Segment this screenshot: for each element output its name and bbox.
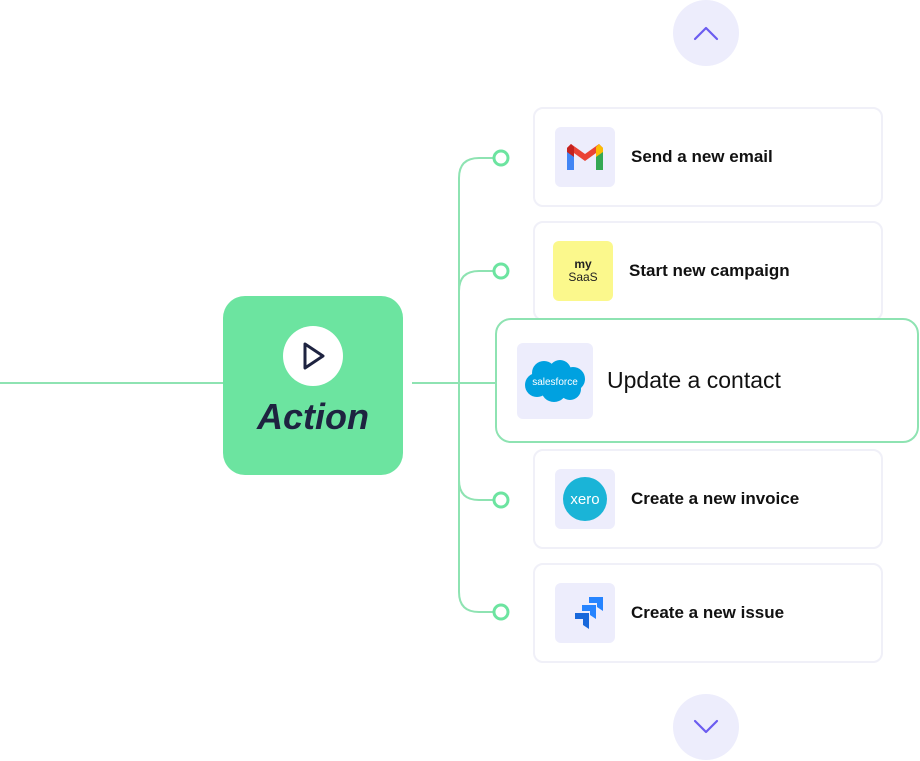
svg-text:salesforce: salesforce [532,377,578,388]
scroll-down-button[interactable] [673,694,739,760]
mysaas-logo: my SaaS [553,241,613,301]
jira-icon [555,583,615,643]
action-label: Start new campaign [629,261,790,280]
connector-dot [492,262,510,280]
connector-dot [492,603,510,621]
chevron-up-icon [693,26,719,41]
action-label: Action [257,396,369,437]
action-card-jira[interactable]: Create a new issue [533,563,883,663]
logo-text: SaaS [568,270,598,284]
action-card-xero[interactable]: xero Create a new invoice [533,449,883,549]
connector-dot [492,149,510,167]
scroll-up-button[interactable] [673,0,739,66]
svg-text:xero: xero [570,491,599,508]
action-label: Update a contact [607,367,781,393]
xero-icon: xero [555,469,615,529]
chevron-down-icon [693,719,719,734]
connector-dot [492,491,510,509]
action-label: Create a new invoice [631,489,800,508]
play-icon [283,326,343,386]
action-card-gmail[interactable]: Send a new email [533,107,883,207]
logo-text: my [574,257,592,271]
action-label: Create a new issue [631,603,785,622]
action-node[interactable]: Action [223,296,403,475]
action-card-mysaas[interactable]: my SaaS Start new campaign [533,221,883,321]
action-card-salesforce-selected[interactable]: salesforce Update a contact [495,318,919,443]
gmail-icon [555,127,615,187]
salesforce-icon: salesforce [517,342,593,419]
action-label: Send a new email [631,147,773,166]
